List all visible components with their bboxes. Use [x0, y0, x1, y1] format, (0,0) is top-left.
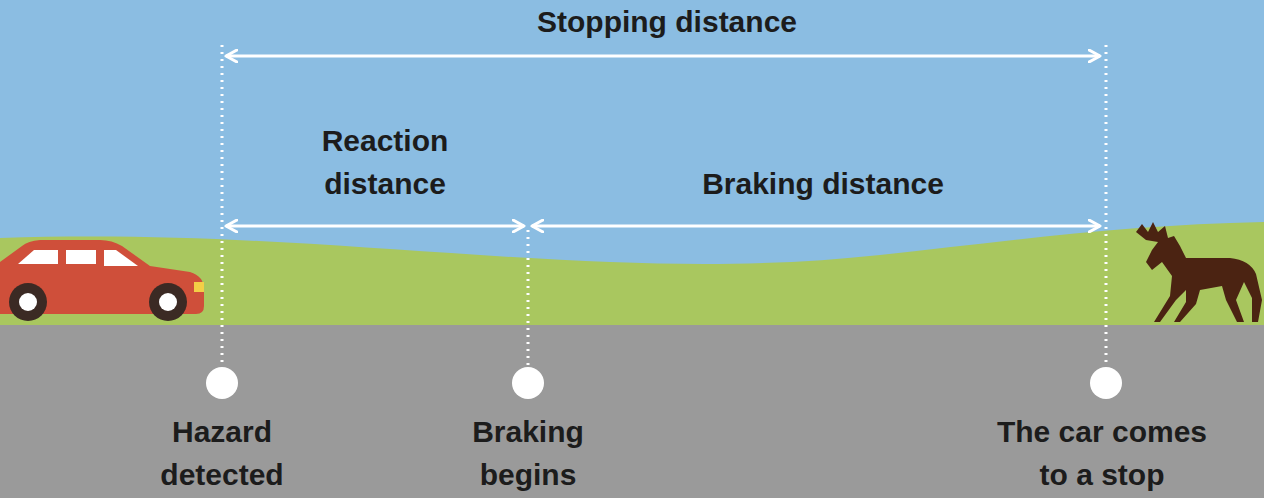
dimension-label: Braking distance: [573, 162, 1073, 205]
dimension-label: Reaction distance: [285, 119, 485, 205]
dimension-arrows: [226, 56, 1100, 226]
grass-hill: [0, 222, 1264, 330]
point-label: Hazard detected: [122, 410, 322, 496]
car: [0, 240, 204, 321]
point-markers: [206, 367, 1122, 399]
point-label: The car comes to a stop: [985, 410, 1220, 496]
dimension-label: Stopping distance: [417, 0, 917, 43]
moose: [1136, 222, 1262, 322]
guide-lines: [222, 45, 1106, 366]
road: [0, 325, 1264, 498]
point-label: Braking begins: [438, 410, 618, 496]
